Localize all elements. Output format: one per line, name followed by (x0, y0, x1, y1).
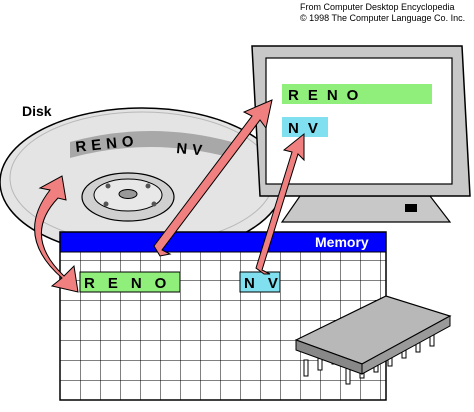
memory-cells-reno (79, 271, 181, 293)
disk-hole (145, 183, 151, 189)
disk-label: Disk (22, 103, 52, 119)
monitor-text-nv: NV (288, 120, 327, 137)
arrow-memory-monitor-nv (255, 132, 305, 275)
memory-text-reno: RENO (84, 275, 179, 292)
credit-line-1: From Computer Desktop Encyclopedia (300, 2, 455, 12)
monitor-power-button (405, 204, 417, 212)
arrow-memory-monitor-reno (153, 99, 273, 257)
memory-text-nv: NV (244, 275, 291, 292)
monitor-field-nv (282, 117, 328, 137)
disk-hole (105, 183, 111, 189)
disk-record-text: RENO (75, 132, 140, 156)
disk-record-band (70, 131, 232, 158)
chip-body-side (361, 315, 451, 375)
arrows (34, 99, 305, 293)
memory: Memory RENO NV (59, 231, 387, 401)
monitor-field-reno (282, 84, 432, 104)
chip (294, 295, 452, 385)
monitor-text-reno: RENO (288, 87, 367, 104)
disk-spindle (118, 189, 138, 199)
disk-record-text-2: NV (176, 140, 208, 160)
disk: Disk RENO NV (0, 103, 285, 257)
disk-hole (151, 201, 157, 207)
memory-label: Memory (315, 234, 369, 250)
monitor-stand (280, 195, 452, 223)
monitor: RENO NV (251, 45, 471, 223)
credit-line-2: © 1998 The Computer Language Co. Inc. (300, 13, 465, 23)
memory-cells-nv (239, 271, 281, 293)
disk-hole (103, 201, 109, 207)
arrow-disk-memory (34, 175, 79, 293)
